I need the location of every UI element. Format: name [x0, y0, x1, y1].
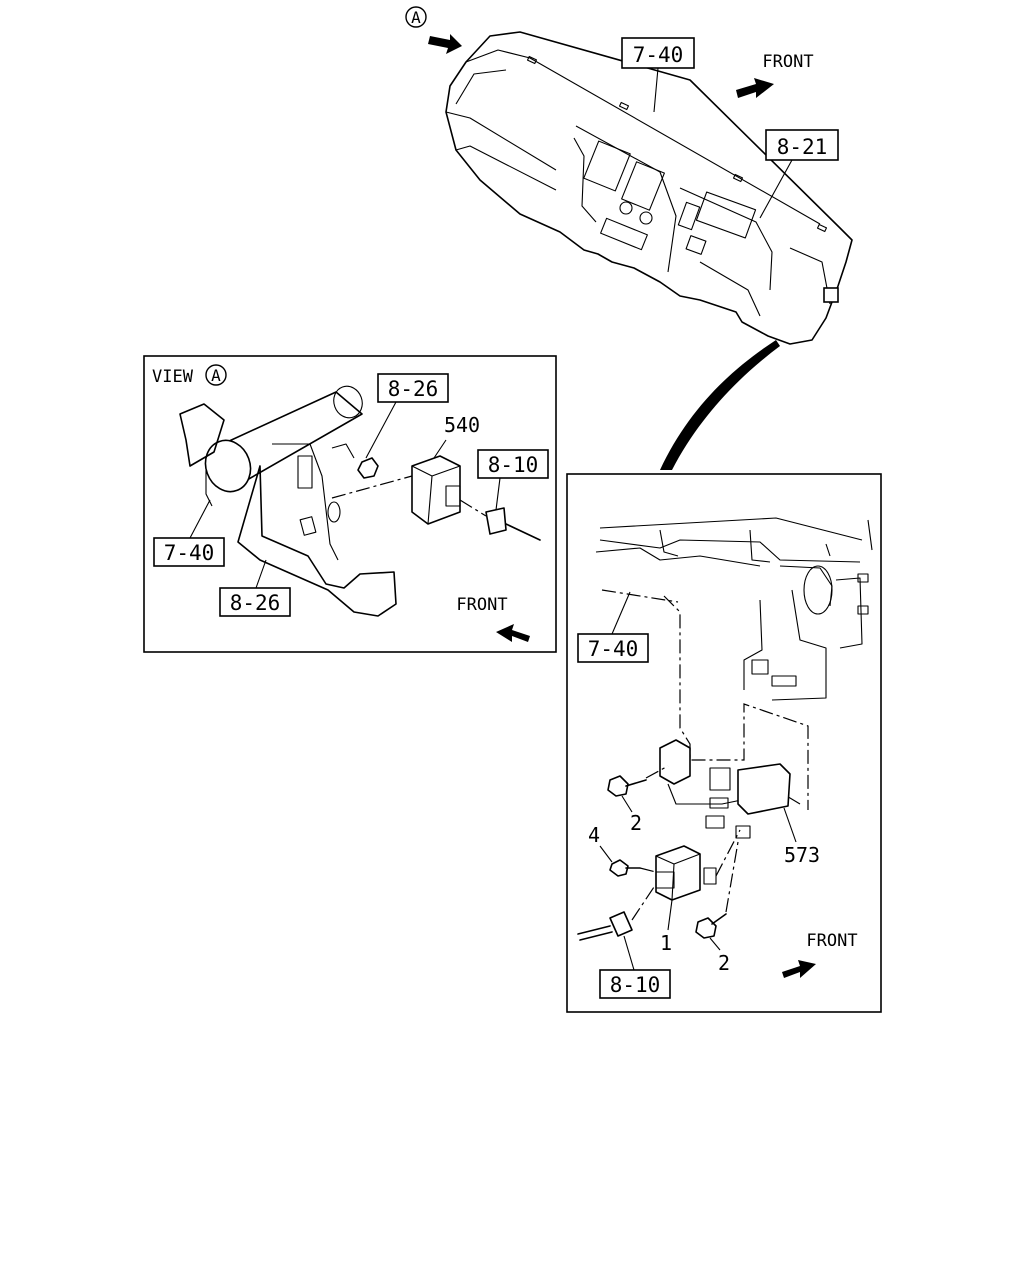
front-arrow-top — [736, 78, 774, 98]
svg-text:540: 540 — [444, 413, 480, 437]
svg-text:8-10: 8-10 — [610, 973, 661, 997]
view-bracket-body — [237, 465, 397, 617]
svg-text:573: 573 — [784, 843, 820, 867]
front-indicator-top: FRONT — [736, 52, 814, 98]
view-a-marker: A — [405, 6, 462, 54]
dashboard-illustration — [445, 31, 853, 345]
view-panel-title: VIEW — [152, 367, 194, 387]
front-indicator-view: FRONT — [456, 595, 530, 642]
front-indicator-detail: FRONT — [782, 931, 858, 978]
svg-text:7-40: 7-40 — [633, 43, 684, 67]
view-a-arrow — [428, 34, 462, 54]
detail-bolt-upper — [607, 765, 669, 797]
svg-text:8-26: 8-26 — [388, 377, 439, 401]
svg-text:1: 1 — [660, 931, 672, 955]
callout-view-bracket-lower: 8-26 — [219, 559, 291, 617]
svg-text:7-40: 7-40 — [588, 637, 639, 661]
callout-view-bracket-ref: 8-26 — [365, 373, 449, 459]
view-panel-marker: A — [211, 366, 221, 385]
svg-text:8-21: 8-21 — [777, 135, 828, 159]
detail-module-1 — [655, 845, 701, 901]
callout-detail-1: 1 — [660, 899, 673, 955]
callout-detail-bolt-2a: 2 — [621, 795, 642, 835]
svg-text:FRONT: FRONT — [806, 931, 857, 951]
svg-text:7-40: 7-40 — [164, 541, 215, 565]
callout-top-dash: 7-40 — [621, 37, 695, 113]
callout-cluster: 8-21 — [759, 129, 839, 219]
callout-view-dash: 7-40 — [153, 499, 225, 567]
detail-lead-swoosh — [660, 340, 780, 470]
callout-detail-dash: 7-40 — [577, 591, 649, 663]
svg-text:8-26: 8-26 — [230, 591, 281, 615]
callout-detail-573: 573 — [783, 807, 820, 867]
svg-text:8-10: 8-10 — [488, 453, 539, 477]
detail-bracket-573 — [737, 763, 791, 815]
front-arrow-view — [496, 624, 530, 642]
view-a-panel: VIEW A — [143, 355, 557, 653]
callout-detail-bolt-2b: 2 — [709, 937, 730, 975]
svg-text:2: 2 — [630, 811, 642, 835]
view-module-540 — [411, 455, 461, 525]
callout-view-540: 540 — [433, 413, 480, 459]
svg-text:FRONT: FRONT — [762, 52, 813, 72]
svg-text:2: 2 — [718, 951, 730, 975]
detail-panel — [566, 473, 882, 1013]
detail-screw-4 — [609, 859, 657, 877]
svg-text:A: A — [411, 8, 421, 27]
svg-text:FRONT: FRONT — [456, 595, 507, 615]
detail-bolt-lower — [695, 841, 739, 939]
callout-view-connector: 8-10 — [477, 449, 549, 511]
front-arrow-detail — [782, 960, 816, 978]
svg-text:4: 4 — [588, 823, 600, 847]
callout-detail-connector: 8-10 — [599, 935, 671, 999]
callout-detail-screw-4: 4 — [588, 823, 613, 863]
